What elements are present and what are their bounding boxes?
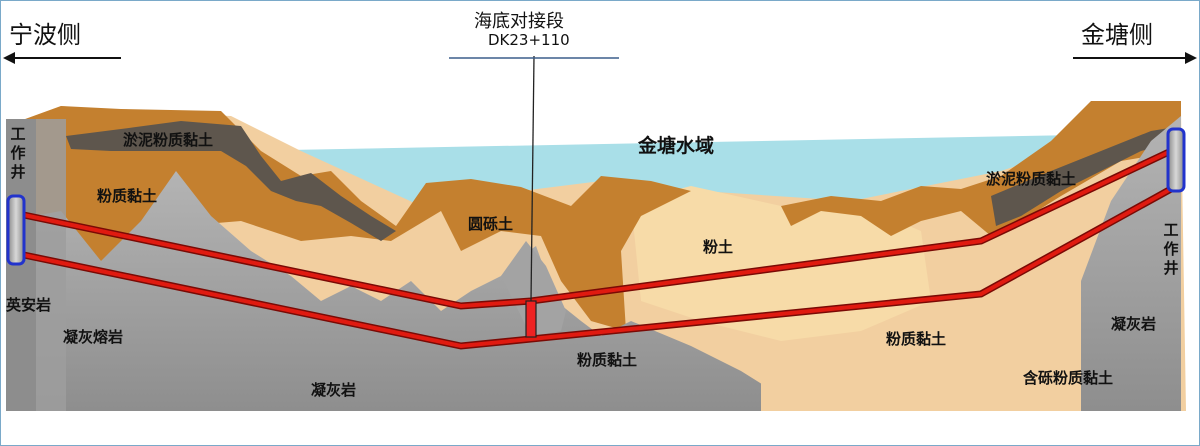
shaft-right-label: 工作井 [1163,221,1179,277]
stratum-label: 粉质黏土 [886,330,947,348]
rock-right [1081,116,1181,411]
shaft-left [6,194,26,266]
silt-zone [631,186,931,341]
rock-center-peak [501,241,566,336]
left-side-label: 宁波侧 [9,21,81,49]
tunnel-lower-line-core [18,187,1172,349]
gravel-soil-right [781,101,1181,236]
silt-layer-left [66,121,396,241]
stratum-label: 凝灰熔岩 [63,328,124,346]
stratum-label: 凝灰岩 [311,381,357,399]
stratum-label: 粉土 [703,238,734,256]
right-side-label: 金塘侧 [1081,21,1153,49]
stratum-label: 淤泥粉质黏土 [986,170,1077,188]
stratum-label: 含砾粉质黏土 [1023,369,1114,387]
junction-station: DK23+110 [488,31,570,49]
junction-box [525,300,537,338]
stratum-label: 粉质黏土 [577,351,638,369]
shaft-right [1166,127,1186,193]
left-arrow-head [3,52,15,64]
stratum-label: 圆砾土 [468,215,514,233]
stratum-label: 粉质黏土 [97,187,158,205]
right-arrow-head [1185,52,1197,64]
water-label: 金塘水域 [638,135,715,157]
junction-pointer [530,55,535,302]
rock-lowright [761,371,1081,411]
stratum-label: 凝灰岩 [1111,315,1157,333]
stratum-label: 英安岩 [6,296,52,314]
stratum-label: 淤泥粉质黏土 [123,131,214,149]
shaft-left-label: 工作井 [10,125,26,181]
junction-title: 海底对接段 [474,11,564,32]
silt-layer-right [991,126,1181,226]
